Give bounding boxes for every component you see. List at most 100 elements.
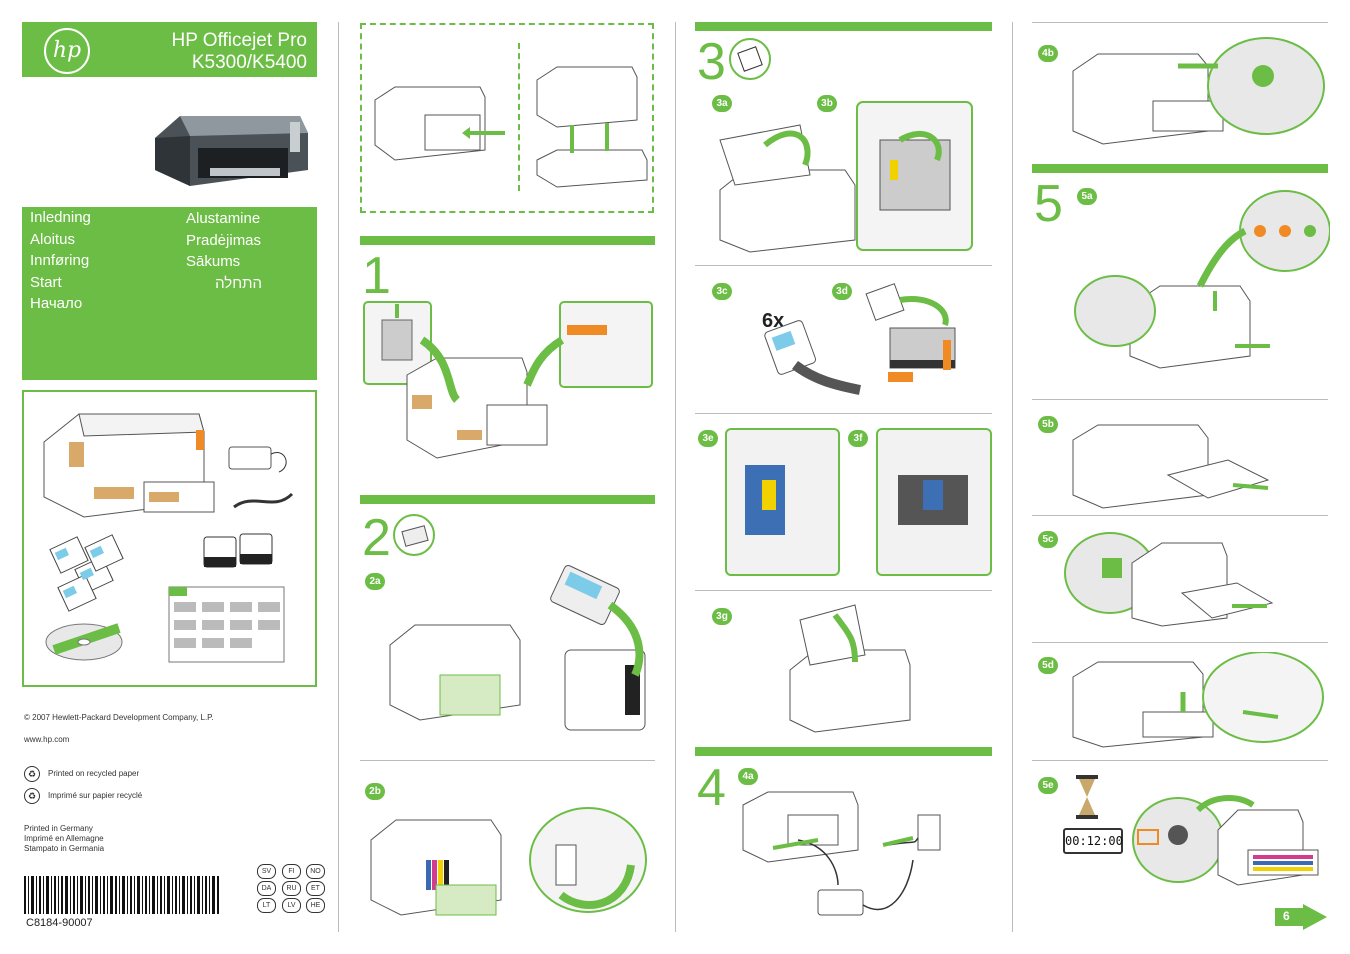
lang-lv: Sākums	[186, 253, 241, 270]
next-page-arrow: 6	[1275, 904, 1327, 930]
part-number: C8184-90007	[26, 917, 93, 929]
box-contents-illustration	[43, 413, 294, 663]
lang-lt: Pradėjimas	[186, 231, 262, 249]
timer-display: 00:12:00	[1063, 828, 1123, 854]
section-divider	[695, 590, 992, 591]
product-line-2: K5300/K5400	[191, 52, 307, 73]
section-divider	[1032, 642, 1328, 643]
column-divider	[1012, 22, 1013, 932]
step-badge-3c: 3c	[712, 283, 732, 300]
printed-in-1: Printed in Germany	[24, 824, 93, 833]
step-5b-illustration	[1072, 424, 1270, 509]
step-4-bar	[695, 747, 992, 756]
hourglass-icon	[1076, 775, 1098, 819]
step-3e-illustration	[725, 428, 840, 576]
section-divider	[1032, 760, 1328, 761]
step-1-bar	[360, 236, 655, 245]
step-1-illustration	[363, 301, 653, 459]
lang-code: FI	[282, 864, 301, 879]
step-3-bar	[695, 22, 992, 31]
duplexer-illustration	[374, 86, 505, 161]
step-badge-4b: 4b	[1038, 45, 1058, 62]
section-divider	[695, 265, 992, 266]
printed-in-3: Stampato in Germania	[24, 844, 105, 853]
step-3-number: 3	[697, 33, 726, 91]
shake-count: 6x	[762, 310, 785, 332]
lang-no: Innføring	[30, 252, 90, 269]
step-2-bar	[360, 495, 655, 504]
step-3g-illustration	[789, 604, 911, 733]
column-divider	[675, 22, 676, 932]
step-5e-illustration	[1132, 795, 1319, 886]
step-badge-5a: 5a	[1077, 188, 1097, 205]
hp-logo-icon: hp	[44, 28, 90, 74]
recycled-text-1: Printed on recycled paper	[48, 769, 140, 778]
step-2-number: 2	[362, 509, 391, 567]
section-divider	[1032, 22, 1328, 23]
lang-code: DA	[257, 881, 276, 896]
cartridge-icon	[393, 514, 435, 556]
step-badge-5d: 5d	[1038, 657, 1058, 674]
column-divider	[338, 22, 339, 932]
box-contents-panel	[22, 390, 317, 687]
section-divider	[1032, 399, 1328, 400]
step-badge-3b: 3b	[817, 95, 837, 112]
step-5a-illustration	[1074, 190, 1330, 369]
section-divider	[360, 760, 655, 761]
recycled-text-2: Imprimé sur papier recyclé	[48, 791, 143, 800]
step-4a-illustration	[742, 791, 941, 916]
section-divider	[695, 413, 992, 414]
page-number: 6	[1283, 909, 1290, 923]
step-badge-5b: 5b	[1038, 416, 1058, 433]
step-badge-5c: 5c	[1038, 531, 1058, 548]
step-badge-5e: 5e	[1038, 777, 1058, 794]
step-badge-3e: 3e	[698, 430, 718, 447]
step-badge-3d: 3d	[832, 283, 852, 300]
step-2b-illustration	[370, 807, 647, 916]
recycle-icon: ♻	[24, 766, 40, 782]
lang-code: LV	[282, 898, 301, 913]
lang-he: התחלה	[215, 274, 262, 292]
lang-code: LT	[257, 898, 276, 913]
lang-code: SV	[257, 864, 276, 879]
step-badge-3g: 3g	[712, 608, 732, 625]
lang-code: ET	[306, 881, 325, 896]
website: www.hp.com	[24, 735, 70, 744]
printed-in: Printed in Germany Imprimé en Allemagne …	[24, 824, 104, 854]
printhead-icon	[729, 38, 771, 80]
step-2a-illustration	[389, 565, 646, 731]
step-3ab-illustration	[719, 101, 973, 253]
header-banner: hp HP Officejet Pro K5300/K5400	[22, 22, 317, 77]
step-badge-2b: 2b	[365, 783, 385, 800]
step-badge-3a: 3a	[712, 95, 732, 112]
product-name: HP Officejet Pro K5300/K5400	[171, 30, 307, 74]
product-line-1: HP Officejet Pro	[171, 30, 307, 51]
step-3f-illustration	[876, 428, 992, 576]
lang-sv: Inledning	[30, 209, 91, 226]
language-panel: Inledning Aloitus Innføring Start Начало…	[22, 207, 317, 380]
printed-in-2: Imprimé en Allemagne	[24, 834, 104, 843]
lang-code: HE	[306, 898, 325, 913]
step-badge-4a: 4a	[738, 768, 758, 785]
printer-photo	[155, 116, 308, 186]
barcode	[24, 876, 219, 914]
lang-code: NO	[306, 864, 325, 879]
lang-fi: Aloitus	[30, 230, 76, 248]
optional-accessory-box	[360, 23, 654, 213]
step-5-bar	[1032, 164, 1328, 173]
step-5-number: 5	[1034, 175, 1063, 233]
step-5d-illustration	[1072, 652, 1324, 748]
lang-ru: Начало	[30, 295, 83, 312]
lang-da: Start	[30, 273, 62, 291]
step-4-number: 4	[697, 759, 726, 817]
lang-code: RU	[282, 881, 301, 896]
step-1-number: 1	[362, 247, 391, 305]
section-divider	[1032, 515, 1328, 516]
lang-et: Alustamine	[186, 210, 261, 227]
step-3cd-illustration	[764, 283, 956, 395]
step-4b-illustration	[1072, 37, 1325, 145]
copyright: © 2007 Hewlett-Packard Development Compa…	[24, 713, 214, 722]
step-badge-3f: 3f	[848, 430, 868, 447]
tray-illustration	[536, 66, 648, 188]
step-5c-illustration	[1064, 532, 1274, 627]
